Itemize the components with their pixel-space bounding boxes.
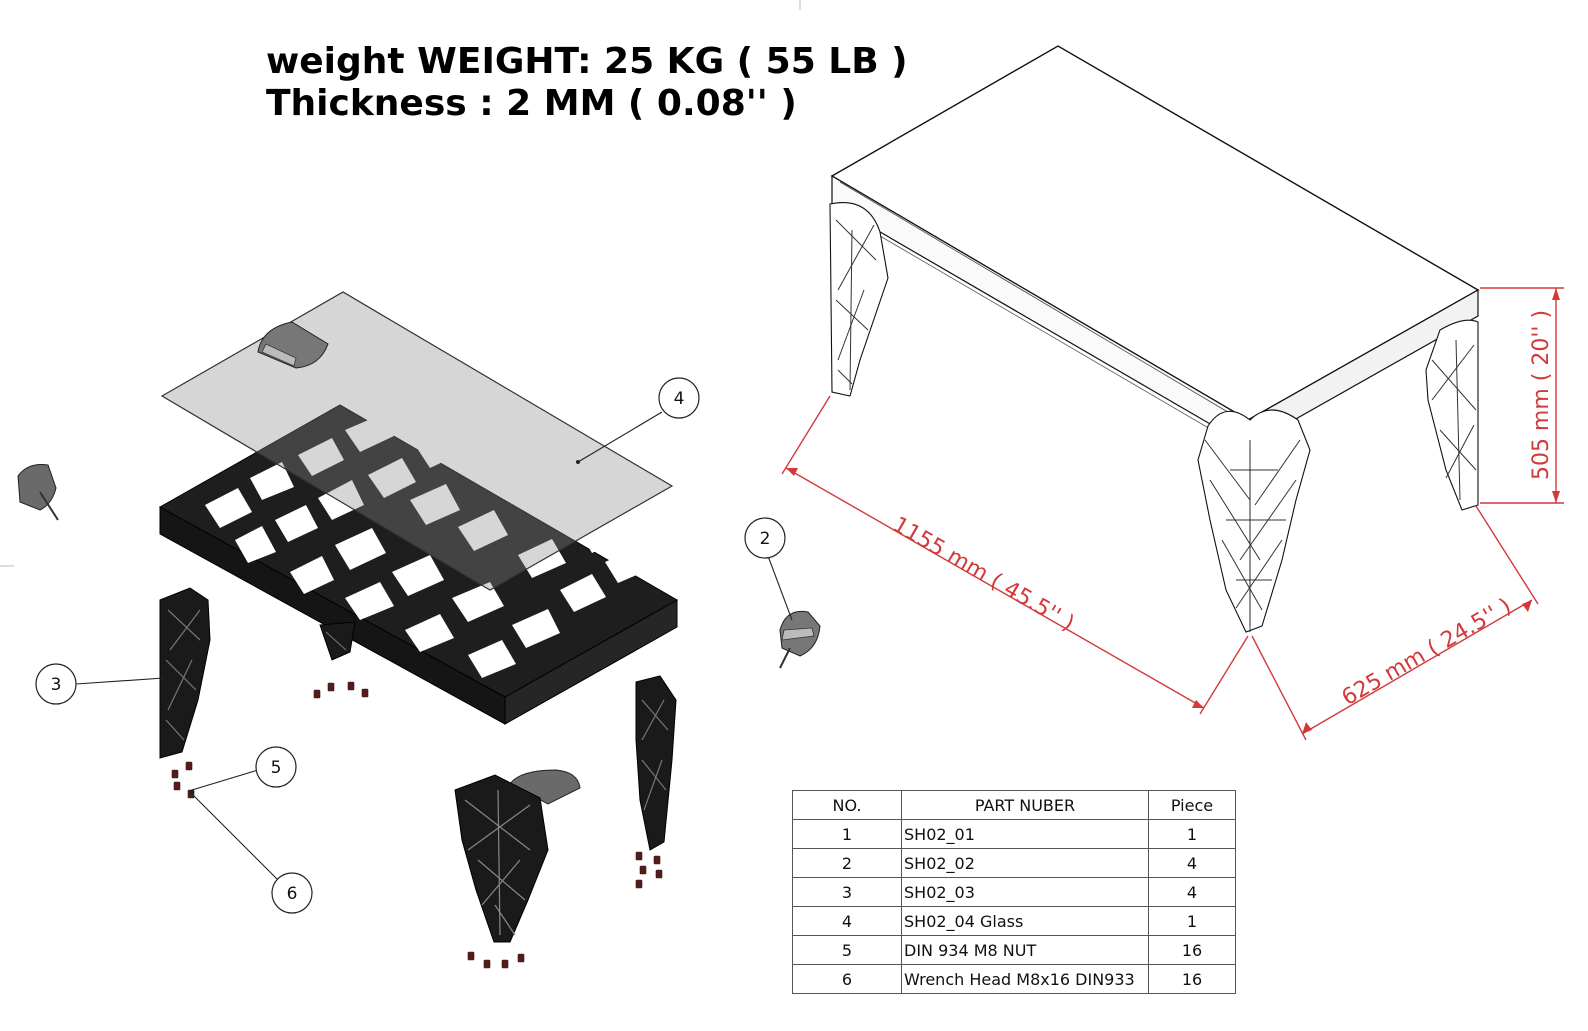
callout-balloon-6: 6 xyxy=(271,872,313,914)
cell-part: SH02_01 xyxy=(901,819,1149,849)
table-frame-part xyxy=(158,404,679,725)
cell-part: SH02_04 Glass xyxy=(901,906,1149,936)
table-header-row: NO. PART NUBER Piece xyxy=(792,790,1236,820)
cell-part: Wrench Head M8x16 DIN933 xyxy=(901,964,1149,994)
corner-bracket-part-2 xyxy=(779,610,821,669)
cell-part: SH02_03 xyxy=(901,877,1149,907)
cell-no: 1 xyxy=(792,819,902,849)
assembled-leg-front xyxy=(1197,409,1311,633)
dimension-arrows xyxy=(786,288,1560,734)
cell-piece: 16 xyxy=(1148,935,1236,965)
cell-piece: 1 xyxy=(1148,819,1236,849)
dimension-lines xyxy=(781,287,1564,741)
cell-no: 5 xyxy=(792,935,902,965)
dimension-height: 505 mm ( 20'' ) xyxy=(1529,310,1554,480)
cell-no: 3 xyxy=(792,877,902,907)
table-row: 5 DIN 934 M8 NUT 16 xyxy=(792,935,1236,965)
cell-part: SH02_02 xyxy=(901,848,1149,878)
assembled-view: 1155 mm ( 45.5'' ) 625 mm ( 24.5'' ) 505… xyxy=(781,45,1564,741)
corner-bracket-left xyxy=(17,464,59,521)
frame-cutout-pattern xyxy=(205,415,648,678)
assembled-leg-left xyxy=(829,202,889,397)
table-row: 1 SH02_01 1 xyxy=(792,819,1236,849)
cell-piece: 1 xyxy=(1148,906,1236,936)
svg-text:6: 6 xyxy=(287,884,298,904)
callout-balloon-3: 3 xyxy=(35,663,77,705)
thickness-label: Thickness : 2 MM ( 0.08'' ) xyxy=(266,83,797,124)
parts-list-table: NO. PART NUBER Piece 1 SH02_01 1 2 SH02_… xyxy=(792,790,1236,994)
corner-bracket-on-glass xyxy=(257,321,329,369)
weight-label: weight WEIGHT: 25 KG ( 55 LB ) xyxy=(266,41,908,82)
exploded-view: 4 2 3 5 6 xyxy=(17,291,821,969)
callout-balloon-4: 4 xyxy=(658,377,700,419)
svg-text:5: 5 xyxy=(271,758,282,778)
cell-piece: 4 xyxy=(1148,848,1236,878)
callout-balloon-5: 5 xyxy=(255,746,297,788)
cell-no: 6 xyxy=(792,964,902,994)
col-header-no: NO. xyxy=(792,790,902,820)
callout-balloon-2: 2 xyxy=(744,517,786,559)
assembled-leg-right xyxy=(1425,319,1479,511)
table-row: 4 SH02_04 Glass 1 xyxy=(792,906,1236,936)
cell-part: DIN 934 M8 NUT xyxy=(901,935,1149,965)
cell-piece: 4 xyxy=(1148,877,1236,907)
table-row: 3 SH02_03 4 xyxy=(792,877,1236,907)
table-row: 2 SH02_02 4 xyxy=(792,848,1236,878)
svg-text:2: 2 xyxy=(760,529,771,549)
cell-no: 4 xyxy=(792,906,902,936)
leg-rear xyxy=(319,621,356,661)
dimension-width: 625 mm ( 24.5'' ) xyxy=(1338,594,1516,711)
fastener-set xyxy=(171,681,663,969)
leg-part-3 xyxy=(159,587,211,759)
cell-no: 2 xyxy=(792,848,902,878)
table-row: 6 Wrench Head M8x16 DIN933 16 xyxy=(792,964,1236,994)
col-header-part-number: PART NUBER xyxy=(901,790,1149,820)
svg-text:4: 4 xyxy=(674,389,685,409)
leg-right xyxy=(635,675,677,851)
dimension-length: 1155 mm ( 45.5'' ) xyxy=(888,512,1078,636)
col-header-piece: Piece xyxy=(1148,790,1236,820)
callout-leaders xyxy=(75,411,793,881)
cell-piece: 16 xyxy=(1148,964,1236,994)
svg-text:3: 3 xyxy=(51,675,62,695)
leg-front xyxy=(454,769,581,943)
